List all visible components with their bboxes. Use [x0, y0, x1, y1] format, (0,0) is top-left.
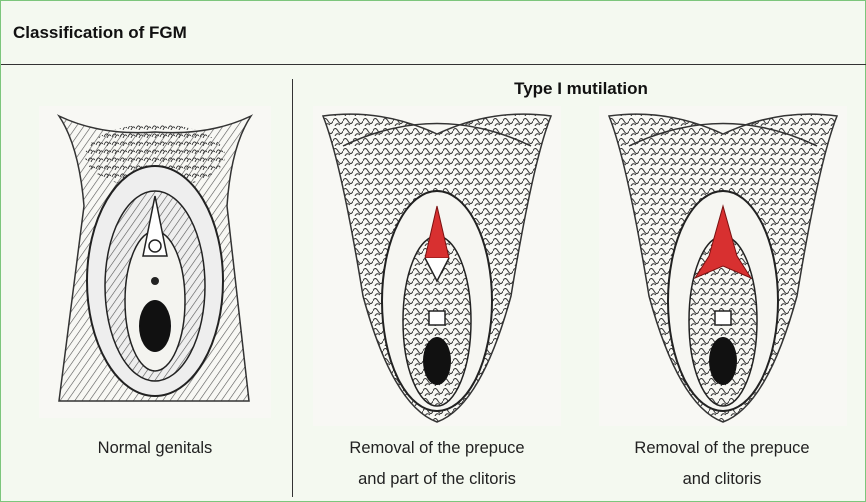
normal-anatomy-illustration	[39, 106, 271, 418]
caption-normal: Normal genitals	[39, 433, 271, 464]
type-1b-drawing	[599, 106, 847, 426]
caption-line: Removal of the prepuce	[591, 433, 853, 464]
section-heading: Type I mutilation	[471, 79, 691, 99]
normal-anatomy-drawing	[39, 106, 271, 418]
type-1b-illustration	[599, 106, 847, 426]
box-title: Classification of FGM	[13, 23, 187, 43]
caption-line: Removal of the prepuce	[306, 433, 568, 464]
type-1a-illustration	[313, 106, 561, 426]
type-1a-drawing	[313, 106, 561, 426]
caption-line: and clitoris	[591, 464, 853, 495]
header-divider	[1, 64, 866, 65]
caption-line: and part of the clitoris	[306, 464, 568, 495]
caption-line: Normal genitals	[39, 433, 271, 464]
column-divider	[292, 79, 293, 497]
caption-type-1a: Removal of the prepuce and part of the c…	[306, 433, 568, 495]
caption-type-1b: Removal of the prepuce and clitoris	[591, 433, 853, 495]
